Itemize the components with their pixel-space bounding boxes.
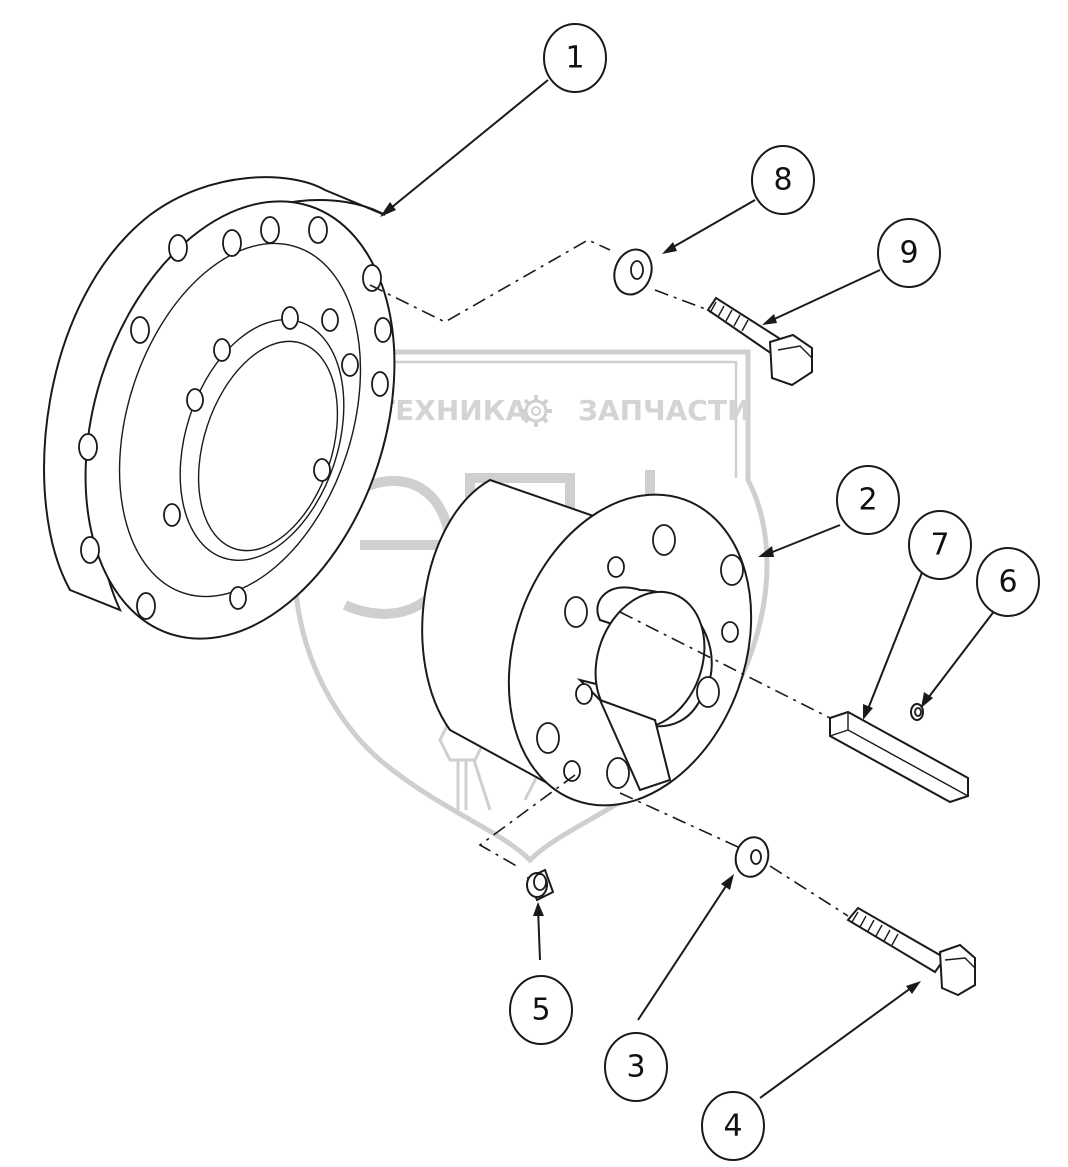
callout-3: 3: [604, 1032, 668, 1102]
callout-7-label: 7: [930, 528, 949, 563]
flange-1-outer-holes: [78, 216, 392, 620]
bolt-part-4: [846, 906, 976, 997]
leader-lines: [380, 79, 996, 1099]
assembly-lines: [369, 239, 849, 917]
callout-8: 8: [751, 145, 815, 215]
callout-2-label: 2: [858, 483, 877, 518]
callout-4-label: 4: [723, 1109, 742, 1144]
watermark-right-text: ЗАПЧАСТИ: [578, 394, 750, 427]
callout-2: 2: [836, 465, 900, 535]
callout-9: 9: [877, 218, 941, 288]
gear-icon: [520, 395, 552, 427]
washer-part-3: [734, 836, 770, 878]
pin-part-6: [910, 703, 924, 721]
callout-3-label: 3: [626, 1050, 645, 1085]
flange-1-inner-holes: [163, 306, 359, 610]
callout-6-label: 6: [998, 565, 1017, 600]
hub-part-2: [421, 478, 753, 807]
callout-1-label: 1: [565, 41, 584, 76]
washer-part-8: [613, 248, 653, 296]
watermark-left-text: ТЕХНИКА: [376, 394, 528, 427]
callout-6: 6: [976, 547, 1040, 617]
callout-1: 1: [543, 23, 607, 93]
watermark-shield: [292, 349, 770, 864]
bolt-part-9: [706, 296, 813, 387]
key-part-7: [829, 710, 969, 804]
callout-7: 7: [908, 510, 972, 580]
callouts: 1 2 3 4 5 6 7 8: [509, 23, 1040, 1161]
hub-2-holes: [536, 524, 744, 789]
callout-8-label: 8: [773, 163, 792, 198]
callout-5: 5: [509, 975, 573, 1045]
bushing-part-5: [526, 868, 555, 902]
callout-9-label: 9: [899, 236, 918, 271]
flange-part-1: [43, 176, 396, 640]
callout-5-label: 5: [531, 993, 550, 1028]
callout-4: 4: [701, 1091, 765, 1161]
